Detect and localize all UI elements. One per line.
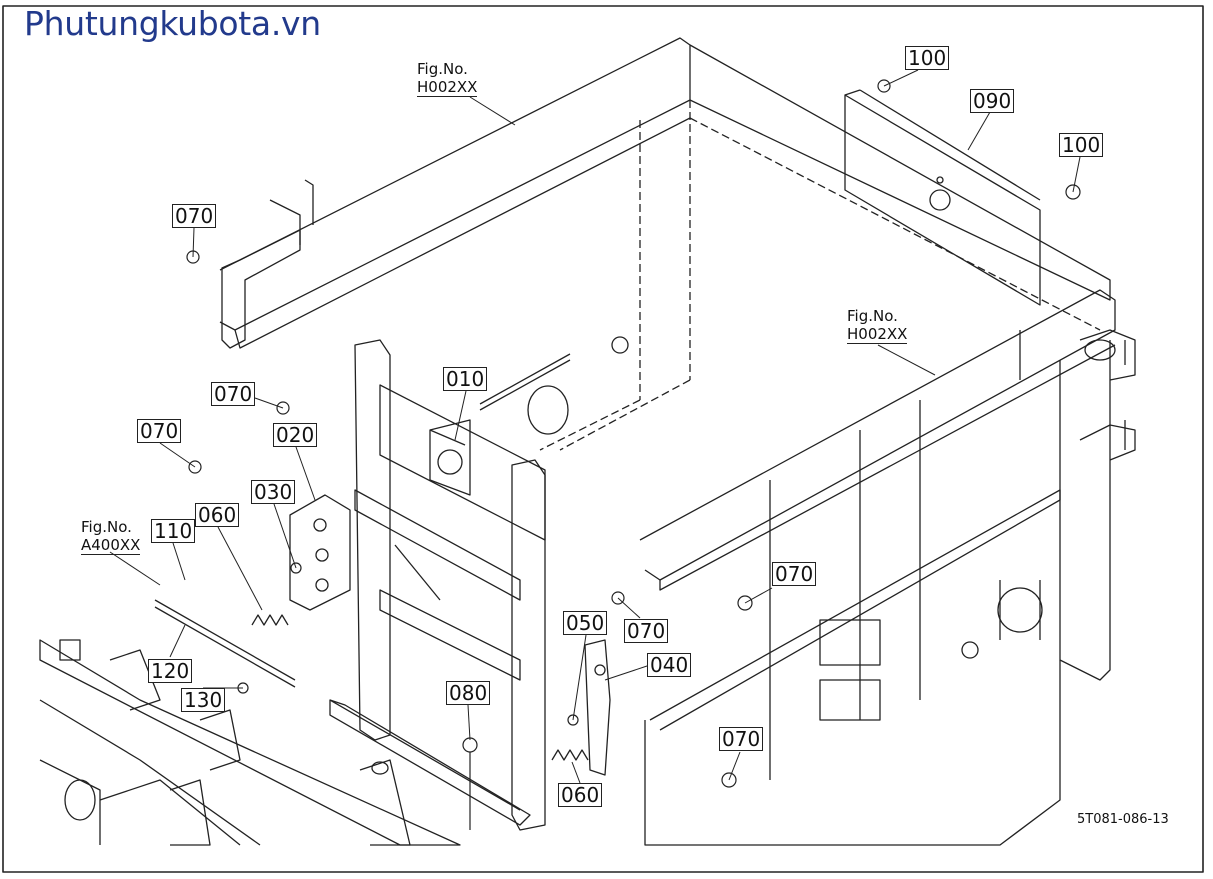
fig-ref-right[interactable]: Fig.No. H002XX [847, 307, 908, 344]
callout-070-f[interactable]: 070 [719, 727, 764, 751]
callout-070-a[interactable]: 070 [172, 204, 217, 228]
callout-050[interactable]: 050 [563, 611, 608, 635]
leader-lines [109, 69, 1081, 784]
callout-080[interactable]: 080 [446, 681, 491, 705]
callout-010[interactable]: 010 [443, 367, 488, 391]
callout-020[interactable]: 020 [273, 423, 318, 447]
upper-frame-back [689, 44, 1111, 301]
center-post-left [354, 339, 391, 741]
callout-070-d[interactable]: 070 [772, 562, 817, 586]
drawing-code: 5T081-086-13 [1077, 812, 1169, 827]
fig-ref-code: H002XX [417, 78, 478, 97]
bracket-010 [429, 419, 471, 496]
fig-ref-label: Fig.No. [81, 518, 132, 536]
bracket-040 [584, 639, 611, 776]
callout-090[interactable]: 090 [970, 89, 1015, 113]
right-side-frame [639, 289, 1116, 581]
spring-060-right [551, 749, 589, 761]
callout-070-e[interactable]: 070 [624, 619, 669, 643]
fig-ref-label: Fig.No. [847, 307, 898, 325]
fig-ref-code: H002XX [847, 325, 908, 344]
right-lower-panel [644, 660, 1061, 846]
callout-100-top[interactable]: 100 [905, 46, 950, 70]
spring-060-left [251, 614, 289, 626]
fig-ref-top[interactable]: Fig.No. H002XX [417, 60, 478, 97]
center-post-right [511, 459, 546, 831]
fig-ref-left[interactable]: Fig.No. A400XX [81, 518, 141, 555]
upper-frame-left [219, 37, 691, 331]
callout-130[interactable]: 130 [181, 688, 226, 712]
left-bracket [221, 229, 301, 349]
callout-060-right[interactable]: 060 [558, 783, 603, 807]
plate-090 [844, 94, 1041, 306]
callout-070-c[interactable]: 070 [137, 419, 182, 443]
callout-070-b[interactable]: 070 [211, 382, 256, 406]
drawing-border [2, 5, 1204, 873]
center-plate [379, 384, 546, 541]
callout-120[interactable]: 120 [148, 659, 193, 683]
callout-110[interactable]: 110 [151, 519, 196, 543]
callout-060-left[interactable]: 060 [195, 503, 240, 527]
fig-ref-code: A400XX [81, 536, 141, 555]
callout-100-right[interactable]: 100 [1059, 133, 1104, 157]
bracket-020 [289, 494, 351, 611]
chassis-rail [39, 639, 461, 846]
fig-ref-label: Fig.No. [417, 60, 468, 78]
callout-030[interactable]: 030 [251, 480, 296, 504]
callout-040[interactable]: 040 [647, 653, 692, 677]
watermark-text: Phutungkubota.vn [24, 4, 321, 43]
